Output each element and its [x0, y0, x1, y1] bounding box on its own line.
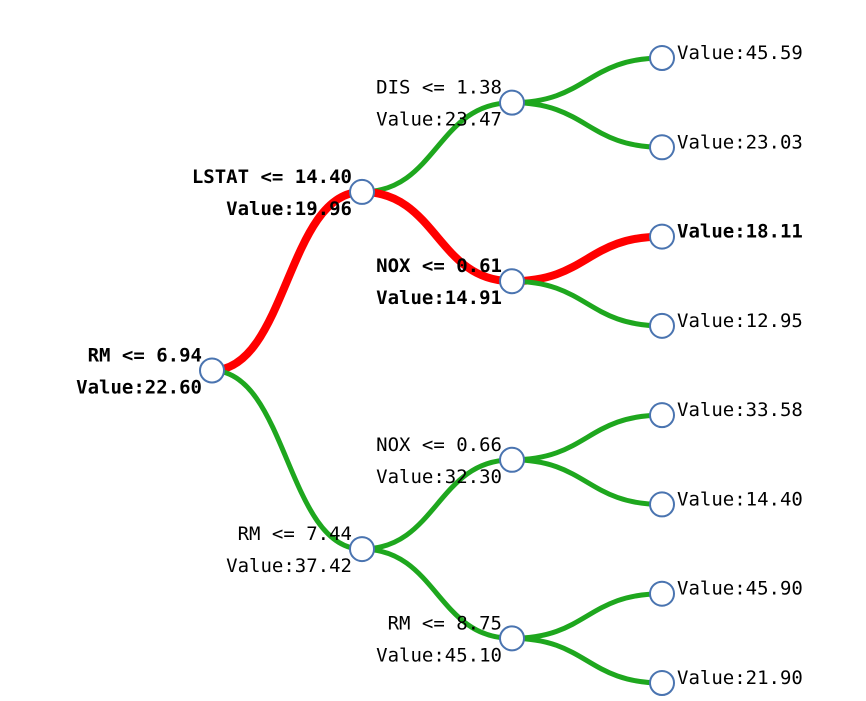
node-value-label: Value:22.60: [76, 377, 202, 399]
node-root-right-right[interactable]: [499, 625, 525, 652]
leaf-value-label: Value:21.90: [677, 667, 803, 689]
leaf-value-label: Value:23.03: [677, 131, 803, 153]
node-root-left-right-left[interactable]: [649, 223, 675, 250]
split-condition-label: LSTAT <= 14.40: [192, 166, 352, 188]
node-value-label: Value:45.10: [376, 644, 502, 666]
node-root-right-left-right[interactable]: [649, 491, 675, 518]
edge-root-right-left-right: [509, 457, 665, 507]
node-root-left-left-right[interactable]: [649, 134, 675, 161]
node-value-label: Value:37.42: [226, 555, 352, 577]
edge-root-right-right-right: [509, 635, 665, 686]
edge-root-left-left-right: [509, 100, 665, 150]
split-condition-label: NOX <= 0.66: [376, 434, 502, 456]
tree-edges: [208, 55, 666, 686]
node-root-left[interactable]: [349, 178, 375, 205]
edge-root-left-left-left: [509, 55, 665, 106]
node-root[interactable]: [199, 357, 225, 384]
split-condition-label: RM <= 7.44: [238, 523, 352, 545]
leaf-value-label: Value:12.95: [677, 310, 803, 332]
node-value-label: Value:23.47: [376, 109, 502, 131]
split-condition-label: RM <= 8.75: [388, 612, 502, 634]
edge-root-left-highlighted: [208, 187, 366, 375]
node-value-label: Value:32.30: [376, 466, 502, 488]
edge-root-right: [209, 368, 365, 552]
leaf-value-label: Value:18.11: [677, 221, 803, 243]
edge-root-right-right-left: [509, 591, 665, 641]
leaf-value-label: Value:33.58: [677, 399, 803, 421]
node-root-left-left-left[interactable]: [649, 45, 675, 71]
node-value-label: Value:14.91: [376, 287, 502, 309]
node-root-left-right-right[interactable]: [649, 312, 675, 339]
node-value-label: Value:19.96: [226, 198, 352, 220]
split-condition-label: DIS <= 1.38: [376, 77, 502, 99]
node-root-right[interactable]: [349, 536, 375, 563]
node-root-right-left-left[interactable]: [649, 402, 675, 429]
edge-root-left-right-highlighted: [358, 187, 516, 286]
node-root-right-left[interactable]: [499, 446, 525, 473]
node-root-right-right-left[interactable]: [649, 580, 675, 607]
edge-root-left-right-left-highlighted: [508, 232, 666, 286]
leaf-value-label: Value:45.90: [677, 578, 803, 600]
leaf-value-label: Value:45.59: [677, 42, 803, 64]
tree-nodes: [199, 45, 675, 696]
split-condition-label: RM <= 6.94: [88, 345, 202, 367]
edge-root-right-right: [359, 546, 515, 641]
edge-root-right-left: [359, 457, 515, 552]
node-root-left-right[interactable]: [499, 268, 525, 295]
split-condition-label: NOX <= 0.61: [376, 255, 502, 277]
node-root-left-left[interactable]: [499, 89, 525, 116]
edge-root-left-left: [359, 100, 515, 195]
edge-root-left-right-right: [509, 278, 665, 329]
leaf-value-label: Value:14.40: [677, 488, 803, 510]
node-root-right-right-right[interactable]: [649, 670, 675, 696]
edge-root-right-left-left: [509, 412, 665, 463]
